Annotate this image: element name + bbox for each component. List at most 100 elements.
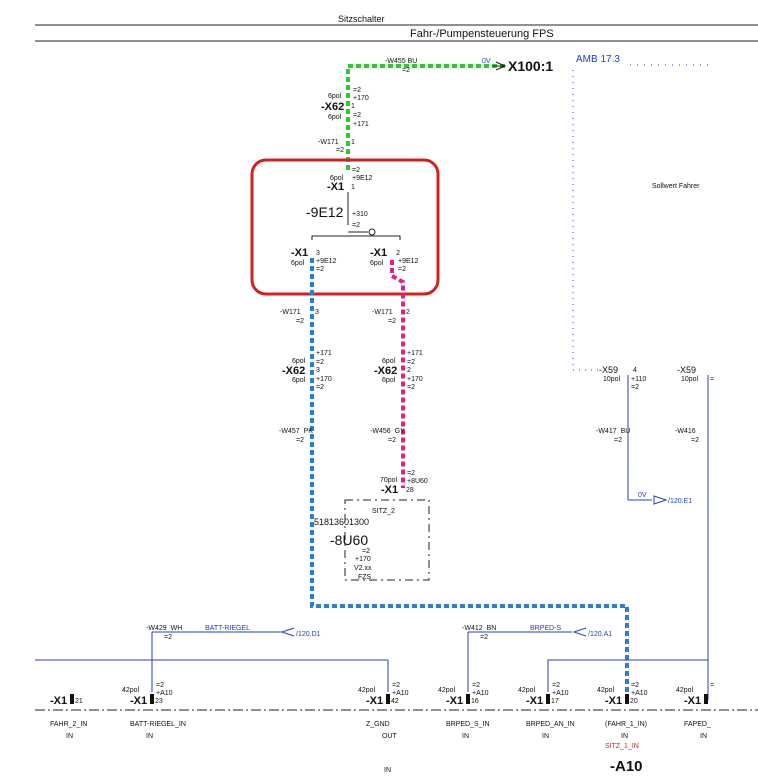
x1-left-pol: 6pol (291, 260, 305, 267)
w171-left-eq: =2 (296, 318, 304, 325)
terminal-signal: BATT-RIEGEL_IN (130, 721, 186, 728)
x62-left-label: -X62 (282, 365, 305, 377)
x62-top-pol1: 6pol (328, 93, 342, 100)
x59a-loc: +110 (631, 376, 646, 383)
x62-top-loc2: +171 (353, 121, 369, 128)
terminal-pol: 42pol (438, 687, 456, 694)
ov-right-signal: 0V (638, 492, 647, 499)
x62-top-eq2: =2 (353, 112, 361, 119)
terminal-pin: 17 (551, 698, 559, 705)
sitz1-label: SITZ_1_IN (605, 743, 639, 750)
terminal-eq: =2 (552, 682, 560, 689)
x1-right-pin: 2 (396, 250, 400, 257)
terminal-pol: 42pol (122, 687, 140, 694)
terminal-loc: +A10 (631, 690, 648, 697)
module-label: -8U60 (330, 532, 368, 548)
x62-top-pin: 1 (351, 103, 355, 110)
terminal-loc: +A10 (552, 690, 569, 697)
switch-loc: +310 (352, 211, 368, 218)
terminal-pol: 42pol (358, 687, 376, 694)
w416-eq: =2 (691, 437, 699, 444)
w412-eq: =2 (480, 634, 488, 641)
w171-top-label: -W171 (318, 139, 339, 146)
device-label: -A10 (610, 758, 643, 775)
w171-top-pin: 1 (351, 139, 355, 146)
w455-eq: =2 (402, 67, 410, 74)
terminal-eq: =2 (631, 682, 639, 689)
w171-right-label: -W171 (372, 309, 393, 316)
terminal-mark (625, 694, 629, 704)
module-signal: SITZ_2 (372, 508, 395, 515)
w412-signal: BRPED-S (530, 625, 561, 632)
x1-top-pol: 6pol (330, 175, 344, 182)
wire-magenta (390, 260, 405, 488)
terminal-label: -X1 (526, 695, 543, 707)
terminal-mark (386, 694, 390, 704)
terminal-pin: 42 (391, 698, 399, 705)
x1-right-pol: 6pol (370, 260, 384, 267)
terminal-eq: = (710, 682, 714, 689)
ov-arrow (628, 495, 668, 505)
x1-top-label: -X1 (327, 181, 344, 193)
module-ver: V2.xx (354, 565, 372, 572)
x59a-eq: =2 (631, 384, 639, 391)
w171-right-eq: =2 (388, 318, 396, 325)
module-loc: +170 (355, 556, 371, 563)
w429-signal: BATT-RIEGEL (205, 625, 250, 632)
x62-top-loc1: +170 (353, 95, 369, 102)
x62-right-label: -X62 (374, 365, 397, 377)
terminal-loc: +A10 (156, 690, 173, 697)
highlight-box (250, 158, 440, 296)
x62-left-pin: 3 (316, 367, 320, 374)
x1-left-loc: +9E12 (316, 258, 337, 265)
terminal-dir: IN (146, 733, 153, 740)
terminal-pol: 42pol (676, 687, 694, 694)
w429-eq: =2 (164, 634, 172, 641)
terminal-dir: IN (66, 733, 73, 740)
wire-blue (310, 258, 629, 692)
terminal-pin: 23 (155, 698, 163, 705)
x62-right-loc2: +170 (407, 376, 423, 383)
x1-sitz-eq: =2 (407, 470, 415, 477)
terminal-dir: OUT (382, 733, 398, 740)
x62-right-pin: 2 (407, 367, 411, 374)
x1-top-pin: 1 (351, 184, 355, 191)
w429-arrow (280, 627, 295, 637)
arrow-x100 (492, 61, 507, 71)
w416-label: -W416 (675, 428, 696, 435)
module-box (344, 499, 430, 581)
terminal-mark (150, 694, 154, 704)
w171-left-label: -W171 (280, 309, 301, 316)
header-subtitle: Fahr-/Pumpensteuerung FPS (410, 28, 554, 40)
x62-right-eq2: =2 (407, 384, 415, 391)
x1-sitz-loc: +8U60 (407, 478, 428, 485)
x62-left-pol2: 6pol (292, 377, 306, 384)
terminal-signal: BRPED_S_IN (446, 721, 490, 728)
x59b-label: -X59 (677, 365, 696, 375)
terminal-label: -X1 (366, 695, 383, 707)
x1-right-eq: =2 (398, 266, 406, 273)
terminal-label: -X1 (684, 695, 701, 707)
terminal-mark (704, 694, 708, 704)
terminal-signal: FAPED_ (684, 721, 711, 728)
w171-right-pin: 2 (406, 309, 410, 316)
terminal-signal: BRPED_AN_IN (526, 721, 575, 728)
x1-right-loc: +9E12 (398, 258, 419, 265)
x59b-eq: = (710, 376, 714, 383)
w456-eq: =2 (388, 437, 396, 444)
x59b-pol: 10pol (681, 376, 699, 383)
wire-green (346, 64, 505, 170)
right-note: Sollwert Fahrer (652, 183, 700, 190)
x62-left-eq1: =2 (316, 359, 324, 366)
x62-left-loc2: +170 (316, 376, 332, 383)
x62-right-loc1: +171 (407, 350, 423, 357)
terminal-label: -X1 (130, 695, 147, 707)
terminal-loc: +A10 (472, 690, 489, 697)
terminal-label: -X1 (446, 695, 463, 707)
x1-sitz-pin: 28 (406, 487, 414, 494)
w417-eq: =2 (614, 437, 622, 444)
